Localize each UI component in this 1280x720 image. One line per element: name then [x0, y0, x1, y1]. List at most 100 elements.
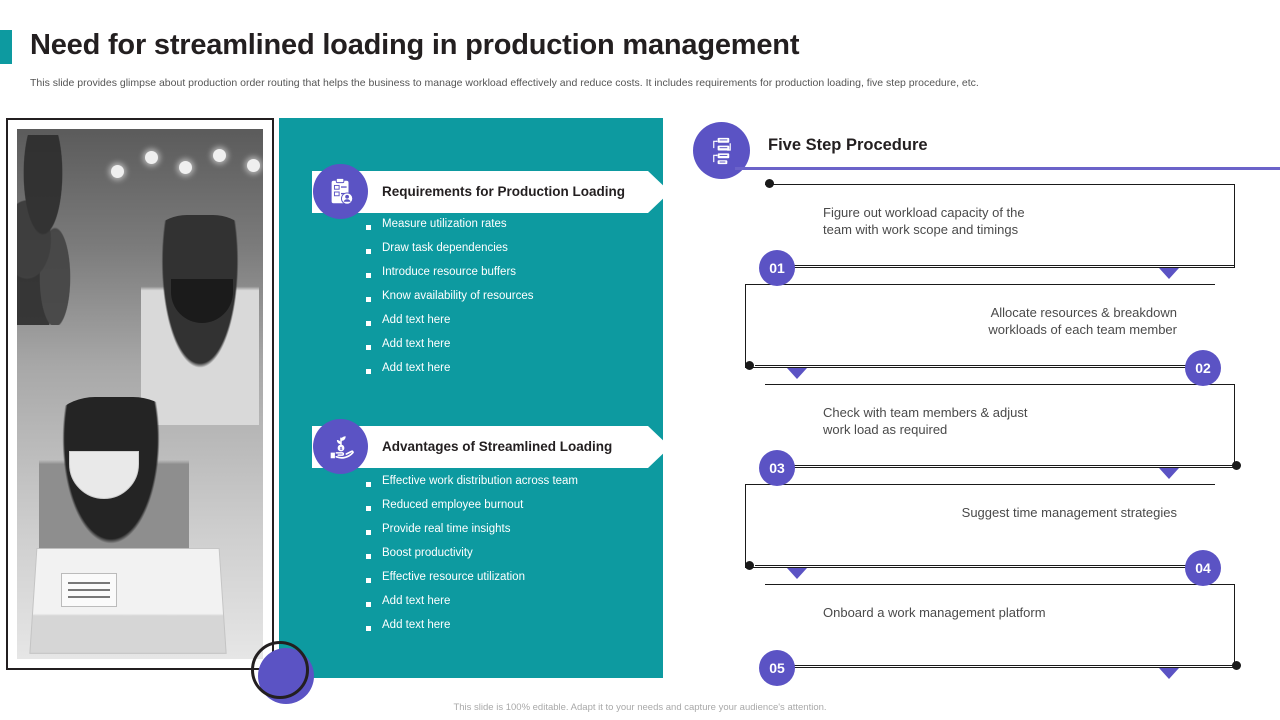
steps-container: 01 Figure out workload capacity of the t… — [745, 178, 1257, 686]
page-subtitle: This slide provides glimpse about produc… — [30, 77, 979, 89]
step-01: 01 Figure out workload capacity of the t… — [745, 178, 1235, 286]
section-divider — [735, 167, 1280, 170]
advantages-bullet-list: Effective work distribution across team … — [366, 475, 578, 643]
clipboard-user-icon — [313, 164, 368, 219]
title-accent-bar — [0, 30, 12, 64]
step-text: Figure out workload capacity of the team… — [823, 205, 1025, 237]
banner-label: Requirements for Production Loading — [382, 184, 626, 199]
bullet-square-icon — [366, 345, 371, 350]
list-item: Boost productivity — [366, 547, 578, 571]
step-box — [745, 284, 1215, 368]
list-item: Add text here — [366, 619, 578, 643]
step-text: Allocate resources & breakdown workloads… — [988, 305, 1177, 337]
step-02: 02 Allocate resources & breakdown worklo… — [745, 278, 1235, 386]
list-item: Measure utilization rates — [366, 218, 534, 242]
banner-ribbon — [312, 426, 670, 468]
step-start-dot-icon — [745, 561, 754, 570]
list-item: Introduce resource buffers — [366, 266, 534, 290]
list-item-label: Boost productivity — [382, 547, 473, 559]
step-end-dot-icon — [1232, 461, 1241, 470]
banner-ribbon — [312, 171, 670, 213]
bullet-square-icon — [366, 369, 371, 374]
bullet-square-icon — [366, 602, 371, 607]
list-item: Draw task dependencies — [366, 242, 534, 266]
svg-text:$: $ — [339, 446, 342, 451]
step-connector-line — [755, 364, 1203, 366]
hand-money-plant-icon: $ — [313, 419, 368, 474]
list-item-label: Measure utilization rates — [382, 218, 507, 230]
bullet-square-icon — [366, 554, 371, 559]
footer-note: This slide is 100% editable. Adapt it to… — [453, 702, 827, 713]
page-title: Need for streamlined loading in producti… — [30, 29, 800, 61]
step-arrow-down-icon — [787, 568, 807, 579]
bullet-square-icon — [366, 578, 371, 583]
step-arrow-down-icon — [1159, 668, 1179, 679]
step-connector-line — [791, 464, 1235, 466]
list-item: Effective resource utilization — [366, 571, 578, 595]
list-item: Add text here — [366, 362, 534, 386]
step-04: 04 Suggest time management strategies — [745, 478, 1235, 586]
decorative-circle-ring — [251, 641, 309, 699]
step-connector-line — [755, 564, 1203, 566]
list-item-label: Know availability of resources — [382, 290, 534, 302]
step-text: Check with team members & adjust work lo… — [823, 405, 1028, 437]
step-connector-line — [791, 264, 1235, 266]
step-connector-line — [791, 664, 1235, 666]
list-item: Add text here — [366, 338, 534, 362]
list-item: Reduced employee burnout — [366, 499, 578, 523]
list-item: Add text here — [366, 595, 578, 619]
step-box — [765, 184, 1235, 268]
list-item: Provide real time insights — [366, 523, 578, 547]
list-item-label: Provide real time insights — [382, 523, 511, 535]
list-item-label: Add text here — [382, 314, 451, 326]
step-start-dot-icon — [765, 179, 774, 188]
list-item-label: Effective resource utilization — [382, 571, 525, 583]
five-step-procedure-title: Five Step Procedure — [768, 136, 928, 154]
step-number-badge: 02 — [1185, 350, 1221, 386]
step-number-badge: 01 — [759, 250, 795, 286]
list-item-label: Reduced employee burnout — [382, 499, 524, 511]
step-number-badge: 03 — [759, 450, 795, 486]
banner-label: Advantages of Streamlined Loading — [382, 439, 613, 454]
step-end-dot-icon — [1232, 661, 1241, 670]
step-box — [765, 584, 1235, 668]
banner-advantages: $ Advantages of Streamlined Loading — [296, 419, 670, 474]
step-arrow-down-icon — [1159, 268, 1179, 279]
bullet-square-icon — [366, 321, 371, 326]
list-item-label: Add text here — [382, 595, 451, 607]
list-item-label: Add text here — [382, 338, 451, 350]
step-text: Suggest time management strategies — [961, 505, 1177, 520]
list-item: Add text here — [366, 314, 534, 338]
flowchart-icon — [693, 122, 750, 179]
step-arrow-down-icon — [1159, 468, 1179, 479]
list-item: Effective work distribution across team — [366, 475, 578, 499]
step-03: 03 Check with team members & adjust work… — [745, 378, 1241, 486]
list-item-label: Add text here — [382, 619, 451, 631]
team-photo — [17, 129, 263, 659]
photo-frame — [6, 118, 274, 670]
bullet-square-icon — [366, 249, 371, 254]
bullet-square-icon — [366, 225, 371, 230]
step-start-dot-icon — [745, 361, 754, 370]
step-box — [745, 484, 1215, 568]
photo-lights — [107, 143, 263, 193]
bullet-square-icon — [366, 482, 371, 487]
bullet-square-icon — [366, 506, 371, 511]
bullet-square-icon — [366, 626, 371, 631]
step-arrow-down-icon — [787, 368, 807, 379]
step-box — [765, 384, 1235, 468]
requirements-bullet-list: Measure utilization rates Draw task depe… — [366, 218, 534, 386]
bullet-square-icon — [366, 297, 371, 302]
list-item: Know availability of resources — [366, 290, 534, 314]
list-item-label: Draw task dependencies — [382, 242, 508, 254]
bullet-square-icon — [366, 530, 371, 535]
list-item-label: Introduce resource buffers — [382, 266, 517, 278]
step-text: Onboard a work management platform — [823, 605, 1046, 620]
bullet-square-icon — [366, 273, 371, 278]
step-number-badge: 05 — [759, 650, 795, 686]
step-number-badge: 04 — [1185, 550, 1221, 586]
step-05: 05 Onboard a work management platform — [745, 578, 1241, 686]
list-item-label: Add text here — [382, 362, 451, 374]
list-item-label: Effective work distribution across team — [382, 475, 579, 487]
